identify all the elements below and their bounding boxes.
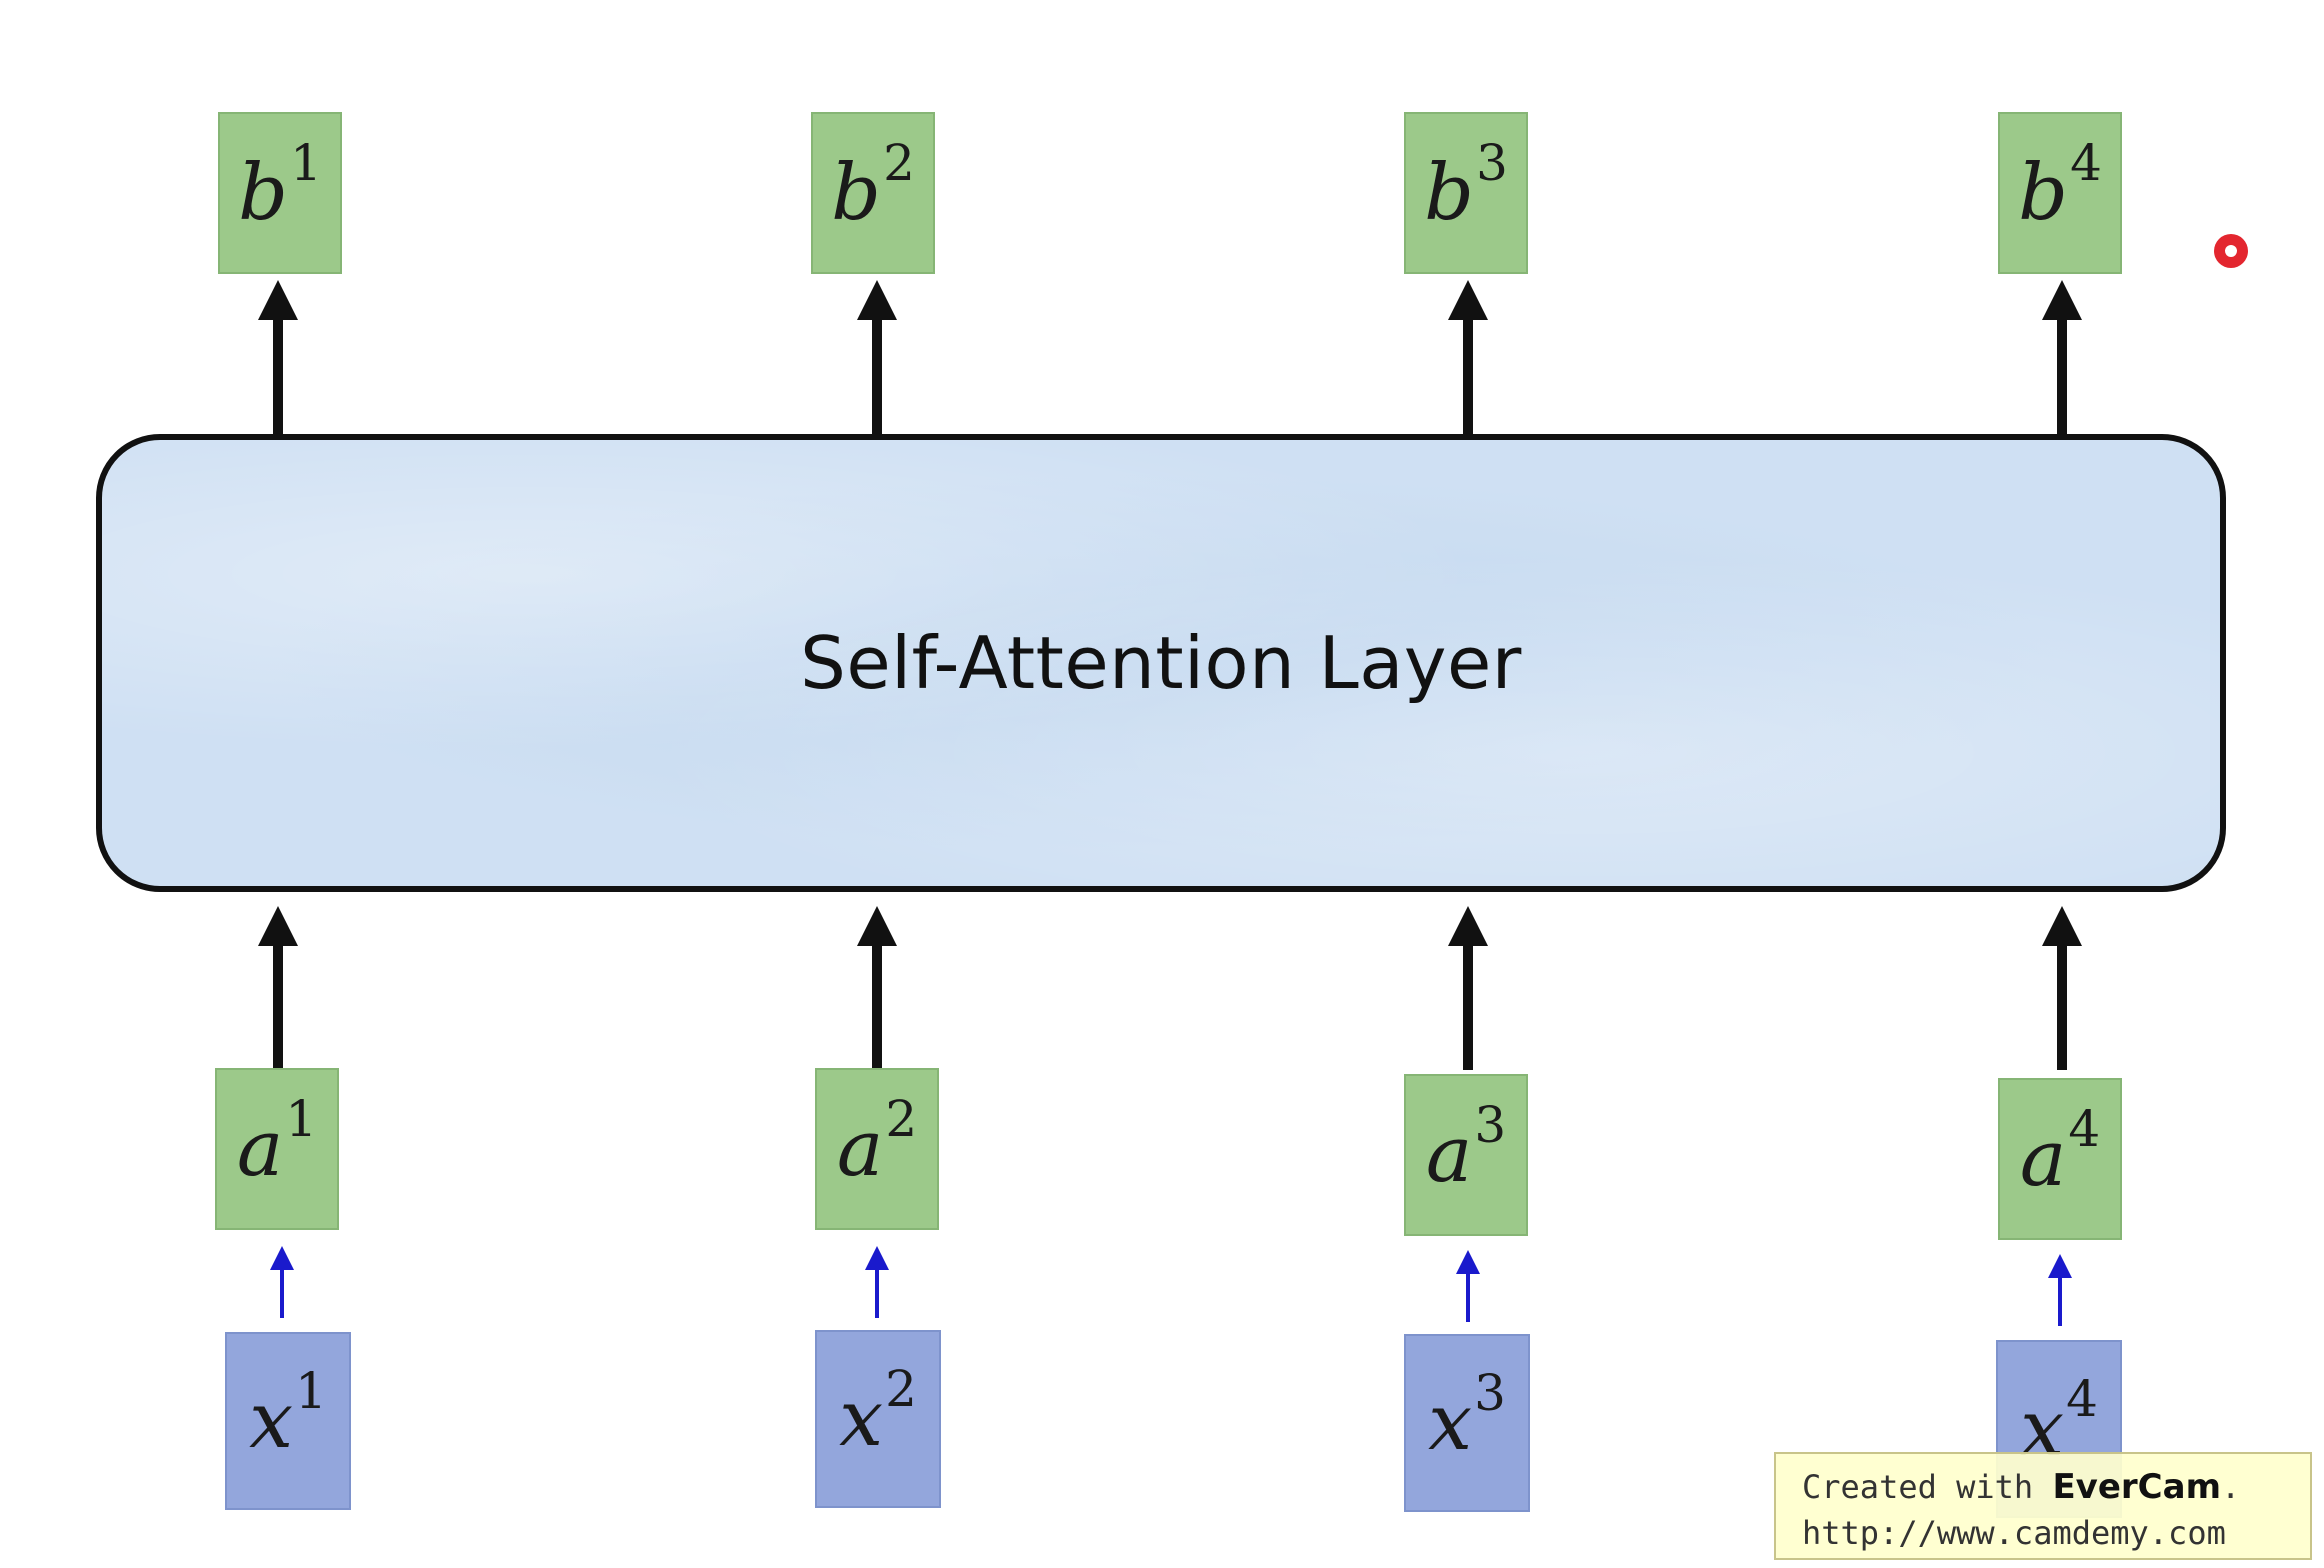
output-b4-base: b	[2018, 148, 2069, 238]
layer-label: Self-Attention Layer	[800, 621, 1522, 705]
input-x2-sup: 2	[885, 1360, 917, 1418]
embedding-a2-base: a	[836, 1104, 884, 1194]
embedding-a2-sup: 2	[885, 1090, 918, 1148]
input-x3-base: x	[1428, 1378, 1473, 1468]
evercam-watermark: Created with EverCam. http://www.camdemy…	[1774, 1452, 2312, 1560]
self-attention-layer: Self-Attention Layer	[96, 434, 2226, 892]
output-b3-sup: 3	[1476, 134, 1508, 192]
input-x4-sup: 4	[2066, 1370, 2098, 1428]
pointer-dot-center	[2225, 245, 2237, 257]
input-x1-sup: 1	[295, 1362, 327, 1420]
embedding-a3-sup: 3	[1474, 1096, 1507, 1154]
watermark-brand: EverCam	[2052, 1467, 2221, 1507]
input-x3-sup: 3	[1474, 1364, 1506, 1422]
embedding-a1-sup: 1	[285, 1090, 318, 1148]
pointer-dot-icon	[2214, 234, 2248, 268]
input-x1-base: x	[249, 1376, 294, 1466]
output-b2-base: b	[831, 148, 882, 238]
watermark-prefix: Created with	[1802, 1468, 2053, 1506]
embedding-a4-sup: 4	[2068, 1100, 2101, 1158]
output-b1-base: b	[238, 148, 289, 238]
output-b1-sup: 1	[290, 134, 322, 192]
watermark-url: http://www.camdemy.com	[1802, 1514, 2226, 1552]
output-b2-sup: 2	[883, 134, 915, 192]
watermark-suffix: .	[2221, 1468, 2241, 1506]
embedding-a3-base: a	[1425, 1110, 1473, 1200]
watermark-line-1: Created with EverCam.	[1802, 1464, 2310, 1510]
embedding-a1-base: a	[236, 1104, 284, 1194]
output-b4-sup: 4	[2070, 134, 2102, 192]
output-b3-base: b	[1424, 148, 1475, 238]
input-x2-base: x	[839, 1374, 884, 1464]
embedding-a4-base: a	[2019, 1114, 2067, 1204]
